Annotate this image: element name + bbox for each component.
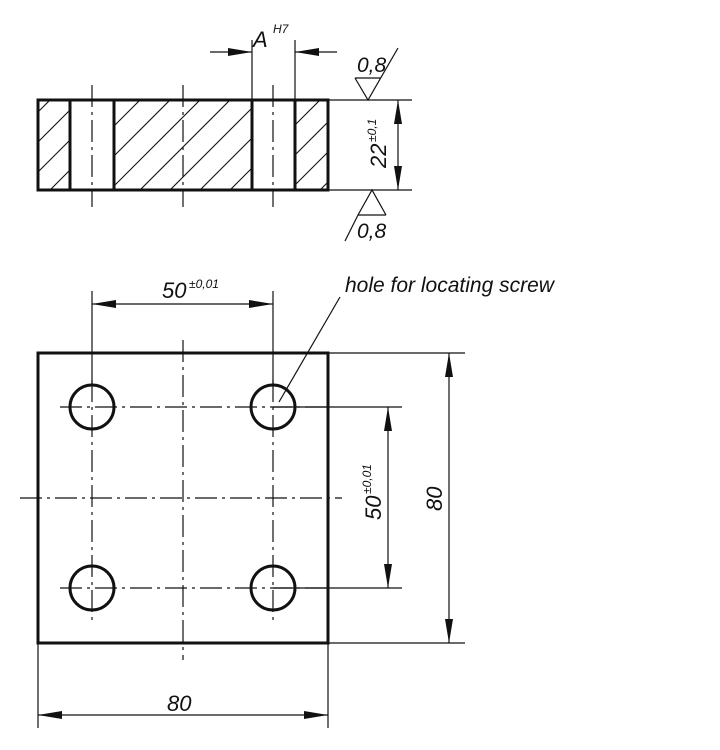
hole-spacing-y-dimension: 50 ±0,01 bbox=[273, 406, 402, 589]
thickness-dimension: 22 ±0,1 bbox=[365, 100, 402, 190]
thickness-tolerance: ±0,1 bbox=[365, 119, 379, 142]
bore-dimension: A H7 bbox=[210, 22, 337, 100]
hole-spacing-x-value: 50 bbox=[162, 278, 187, 303]
height-dimension: 80 bbox=[328, 352, 465, 644]
roughness-symbol-bottom: 0,8 bbox=[328, 188, 412, 243]
width-dimension: 80 bbox=[37, 643, 329, 728]
callout-text: hole for locating screw bbox=[345, 274, 556, 297]
hole-callout: hole for locating screw bbox=[278, 274, 556, 403]
roughness-top-value: 0,8 bbox=[357, 54, 387, 77]
bore-label: A bbox=[251, 27, 268, 52]
hatching bbox=[38, 100, 328, 190]
thickness-value: 22 bbox=[366, 144, 391, 169]
width-value: 80 bbox=[167, 691, 192, 716]
section-view: A H7 0,8 0,8 22 ±0,1 bbox=[36, 22, 412, 243]
roughness-symbol-top: 0,8 bbox=[328, 47, 412, 102]
hole-spacing-x-dimension: 50 ±0,01 bbox=[91, 277, 274, 385]
hole-spacing-x-tolerance: ±0,01 bbox=[189, 277, 219, 291]
bore-tolerance: H7 bbox=[273, 22, 290, 36]
plan-view: 50 ±0,01 hole for locating screw 50 ±0,0… bbox=[20, 274, 556, 728]
height-value: 80 bbox=[422, 486, 447, 511]
roughness-bottom-value: 0,8 bbox=[357, 220, 387, 243]
hole-spacing-y-value: 50 bbox=[361, 495, 386, 520]
hole-spacing-y-tolerance: ±0,01 bbox=[360, 464, 374, 494]
